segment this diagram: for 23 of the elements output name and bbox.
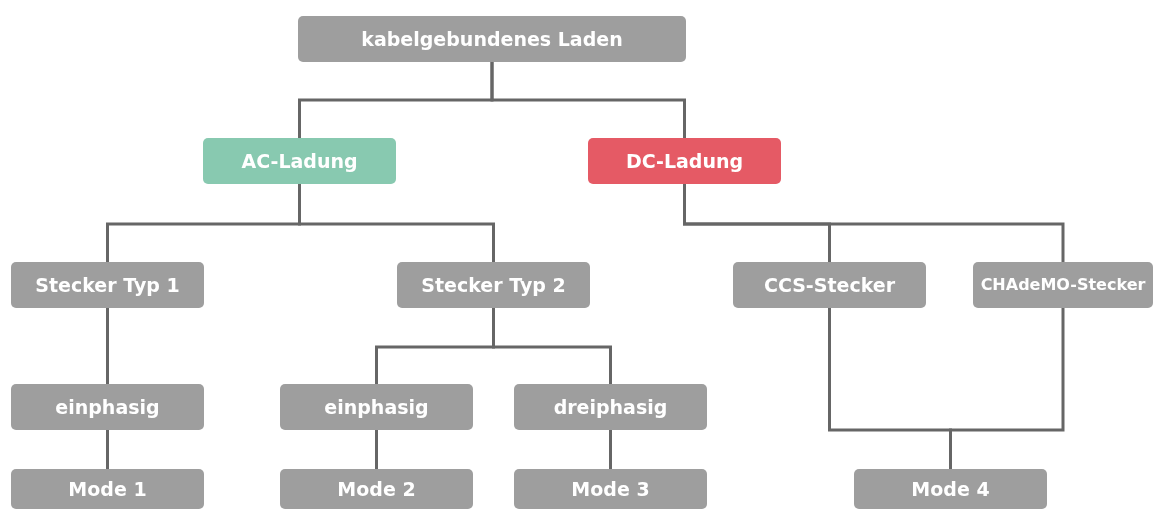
category-box: CCS-Stecker xyxy=(733,262,926,308)
connector-line xyxy=(375,430,378,469)
category-box: einphasig xyxy=(280,384,473,430)
connector-line xyxy=(609,430,612,469)
category-box: kabelgebundenes Laden xyxy=(298,16,686,62)
category-box: Mode 3 xyxy=(514,469,707,509)
category-box: Mode 4 xyxy=(854,469,1047,509)
category-box: Stecker Typ 1 xyxy=(11,262,204,308)
connector-line xyxy=(949,308,1065,469)
category-box: dreiphasig xyxy=(514,384,707,430)
category-box: Stecker Typ 2 xyxy=(397,262,590,308)
category-box: DC-Ladung xyxy=(588,138,781,184)
connector-line xyxy=(490,62,686,138)
category-box: CHAdeMO-Stecker xyxy=(973,262,1153,308)
category-box: AC-Ladung xyxy=(203,138,396,184)
connector-line xyxy=(106,308,109,384)
connector-line xyxy=(492,308,612,384)
connector-line xyxy=(683,184,1065,262)
connector-line xyxy=(298,184,495,262)
connector-line xyxy=(106,430,109,469)
category-box: Mode 2 xyxy=(280,469,473,509)
category-box: Mode 1 xyxy=(11,469,204,509)
category-box: einphasig xyxy=(11,384,204,430)
